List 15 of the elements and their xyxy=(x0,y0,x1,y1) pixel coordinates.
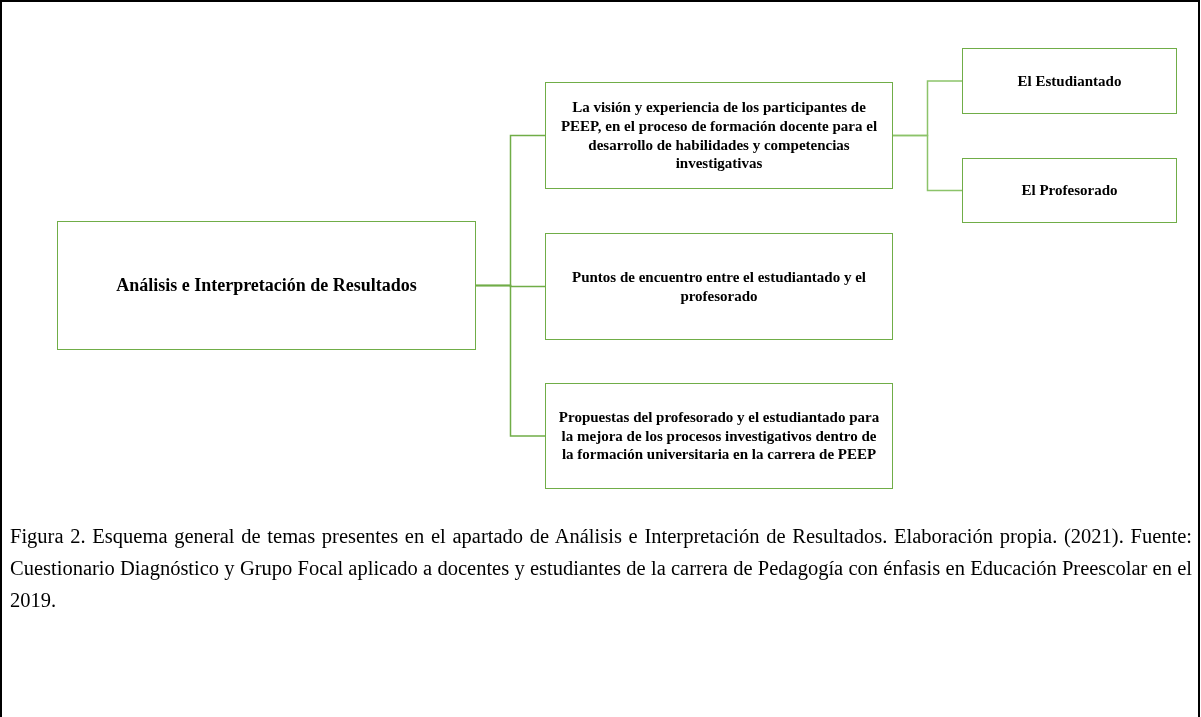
connector-line xyxy=(892,134,963,192)
topic-box xyxy=(545,82,893,189)
topic-text: El Estudiantado xyxy=(1017,71,1122,91)
topic-text: Puntos de encuentro entre el estudiantado y el profesorado xyxy=(571,267,867,306)
topic-text: La visión y experiencia de los participantes de PEEP, en el proceso de formación docente para el desarrollo de habilidades y competencias investigativas xyxy=(559,98,879,173)
topic-box xyxy=(962,158,1177,223)
topic-text: Análisis e Interpretación de Resultados xyxy=(116,274,417,297)
connector-line xyxy=(475,284,546,437)
topic-box xyxy=(545,233,893,340)
topic-text: Propuestas del profesorado y el estudiantado para la mejora de los procesos investigativos dentro de la formación universitaria en la carrera de PEEP xyxy=(557,407,881,465)
topic-box xyxy=(545,383,893,489)
topic-box xyxy=(57,221,476,350)
caption-text: Figura 2. Esquema general de temas presentes en el apartado de Análisis e Interpretación de Resultados. Elaboración propia. (2021). Fuente: Cuestionario Diagnóstico y Grupo Focal aplicado a docentes y estudiantes de la carrera de Pedagogía con énfasis en Educación Preescolar en el 2019. xyxy=(10,524,1192,613)
topic-text: El Profesorado xyxy=(1021,181,1118,200)
topic-box xyxy=(962,48,1177,114)
